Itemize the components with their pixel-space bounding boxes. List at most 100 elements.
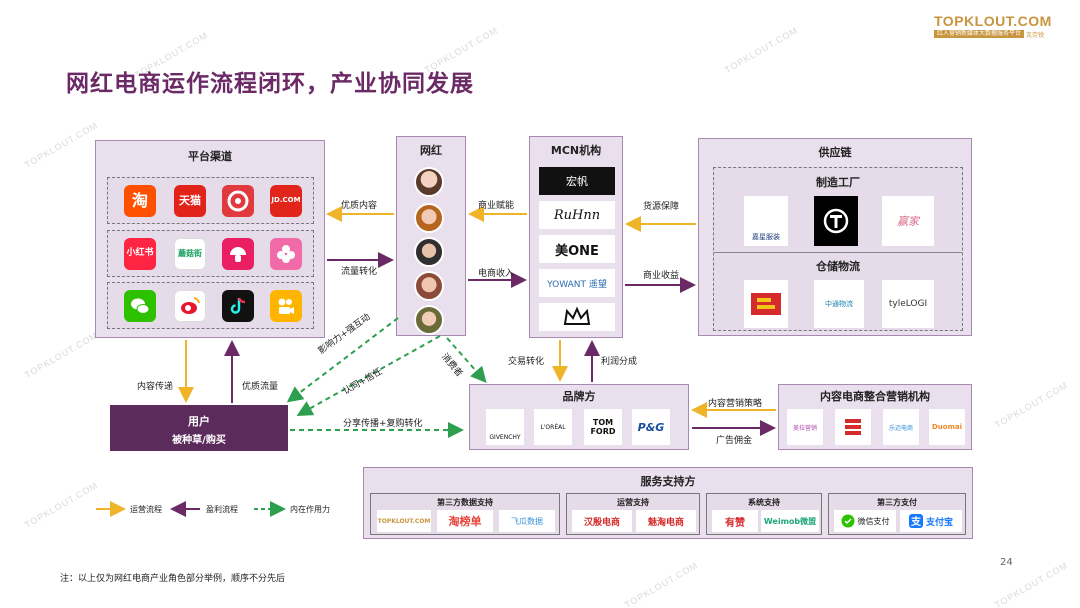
alipay-icon: 支 (908, 514, 923, 528)
alipay-label: 支付宝 (925, 517, 953, 528)
mogujie-icon: 蘑菇街 (174, 238, 206, 270)
service-logo-meitao: 魅淘电商 (636, 510, 696, 532)
mcn-logo-yowant: YOWANT 遥望 (539, 269, 615, 297)
service-group-title: 系统支持 (748, 498, 780, 507)
jd-icon: JD.COM (270, 185, 302, 217)
service-group-title: 运营支持 (617, 498, 649, 507)
influencer-avatar (414, 271, 444, 301)
xiaohongshu-icon: 小红书 (124, 238, 156, 270)
service-group-payment: 第三方支付 微信支付 支 支付宝 (828, 493, 966, 535)
douyin-icon (222, 290, 254, 322)
logistics-logo-red (744, 280, 788, 328)
service-logo-weimob: Weimob微盟 (761, 510, 819, 532)
factory-title: 制造工厂 (816, 176, 860, 189)
label-business-empower: 商业赋能 (478, 201, 515, 211)
supply-inner: 制造工厂 嘉星服装 赢家 仓储物流 中通物流 tyleLOGI (713, 167, 963, 331)
agency-logo-duomai: Duomai (929, 409, 965, 445)
svg-text:支: 支 (910, 515, 922, 528)
mcn-logo-hongfan: 宏帆 (539, 167, 615, 195)
service-logo-alipay: 支 支付宝 (900, 510, 962, 532)
influencer-avatar (414, 237, 444, 267)
tmall-icon: 天猫 (174, 185, 206, 217)
kuaishou-icon (270, 290, 302, 322)
agency-title: 内容电商整合营销机构 (820, 390, 930, 403)
supply-divider (714, 252, 962, 253)
influencer-avatar (414, 167, 444, 197)
wechat-pay-icon (841, 514, 854, 528)
agency-panel: 内容电商整合营销机构 美拉营销 乐迈电商 Duomai (778, 384, 972, 450)
label-traffic-conversion: 流量转化 (341, 267, 378, 277)
brand-panel: 品牌方 GIVENCHY L'ORÉAL TOM FORD P&G (469, 384, 689, 450)
agency-logo-mvg: 美拉营销 (787, 409, 823, 445)
factory-logo-jiaxing: 嘉星服装 (744, 196, 788, 246)
service-logo-topklout: TOPKLOUT.COM (377, 510, 431, 532)
factory-logo-label: 嘉星服装 (752, 233, 780, 241)
service-logo-taobangdan: 淘榜单 (437, 510, 493, 532)
service-logo-feigua: 飞瓜数据 (499, 510, 555, 532)
arrow-consumption (446, 337, 487, 384)
label-quality-content: 优质内容 (341, 201, 378, 211)
label-share-repurchase: 分享传播+复购转化 (343, 419, 423, 429)
kaola-icon (222, 185, 254, 217)
agency-logo-lemai: 乐迈电商 (883, 409, 919, 445)
flower-app-icon (270, 238, 302, 270)
page-title: 网红电商运作流程闭环，产业协同发展 (66, 71, 474, 97)
supply-panel: 供应链 制造工厂 嘉星服装 赢家 仓储物流 中通物流 tyleLOGI (698, 138, 972, 336)
logistics-logo-stylelogi: tyleLOGI (882, 280, 934, 328)
mcn-logo-ruhnn: RuHnn (539, 201, 615, 229)
mushroom-app-icon (222, 238, 254, 270)
service-panel: 服务支持方 第三方数据支持 TOPKLOUT.COM 淘榜单 飞瓜数据 运营支持… (363, 467, 973, 539)
arrow-influence-interaction (286, 317, 399, 403)
user-box: 用户 被种草/购买 (110, 405, 288, 451)
label-profit-share: 利润分成 (601, 357, 638, 367)
brand-logo-loreal: L'ORÉAL (534, 409, 572, 445)
brand-logo-tomford: TOM FORD (584, 409, 622, 445)
influencer-title: 网红 (420, 144, 442, 157)
service-group-title: 第三方数据支持 (437, 498, 493, 507)
platform-row-3 (107, 282, 314, 329)
influencer-avatar (414, 305, 444, 335)
brand-logo-pg: P&G (632, 409, 670, 445)
service-logo-youzan: 有赞 (712, 510, 758, 532)
platform-row-1: 淘 天猫 JD.COM (107, 177, 314, 224)
user-title: 用户 (188, 415, 210, 428)
logistics-title: 仓储物流 (816, 260, 860, 273)
service-logo-hanyin: 汉殷电商 (572, 510, 632, 532)
brand-title: 品牌方 (562, 390, 596, 403)
mcn-title: MCN机构 (550, 144, 602, 157)
factory-logo-winner: 赢家 (882, 196, 934, 246)
label-trade-conversion: 交易转化 (508, 357, 545, 367)
user-subtitle: 被种草/购买 (172, 435, 226, 446)
service-group-system: 系统支持 有赞 Weimob微盟 (706, 493, 822, 535)
brand-logo: TOPKLOUT.COM (934, 13, 1052, 29)
mcn-logo-meione: 美ONE (539, 235, 615, 263)
brand-cn-name: 克劳锐 (1026, 32, 1045, 39)
taobao-icon: 淘 (124, 185, 156, 217)
influencer-panel: 网红 (396, 136, 466, 336)
label-ecommerce-income: 电商收入 (478, 269, 515, 279)
brand-subtitle: 红人营销新媒体大数据服务平台 (934, 30, 1025, 38)
label-content-delivery: 内容传递 (137, 382, 174, 392)
service-group-data: 第三方数据支持 TOPKLOUT.COM 淘榜单 飞瓜数据 (370, 493, 560, 535)
wechatpay-label: 微信支付 (857, 516, 890, 526)
legend-internal: 内在作用力 (290, 505, 330, 514)
label-content-marketing: 内容营销策略 (708, 399, 763, 409)
weibo-icon (174, 290, 206, 322)
legend-operation: 运营流程 (130, 505, 162, 514)
agency-logo-red (835, 409, 871, 445)
legend-profit: 盈利流程 (206, 505, 238, 514)
platform-row-2: 小红书 蘑菇街 (107, 230, 314, 277)
label-quality-traffic: 优质流量 (242, 382, 279, 392)
service-logo-wechatpay: 微信支付 (834, 510, 896, 532)
mcn-panel: MCN机构 宏帆 RuHnn 美ONE YOWANT 遥望 (529, 136, 623, 338)
mcn-logo-crown (539, 303, 615, 331)
label-supply-guarantee: 货源保障 (643, 202, 680, 212)
influencer-avatar (414, 203, 444, 233)
crown-icon (563, 306, 591, 325)
footnote: 注：以上仅为网红电商产业角色部分举例，顺序不分先后 (60, 574, 286, 584)
page-number: 24 (1000, 557, 1013, 568)
service-group-title: 第三方支付 (877, 498, 917, 507)
platform-title: 平台渠道 (188, 150, 232, 163)
platform-panel: 平台渠道 淘 天猫 JD.COM 小红书 蘑菇街 (95, 140, 325, 338)
